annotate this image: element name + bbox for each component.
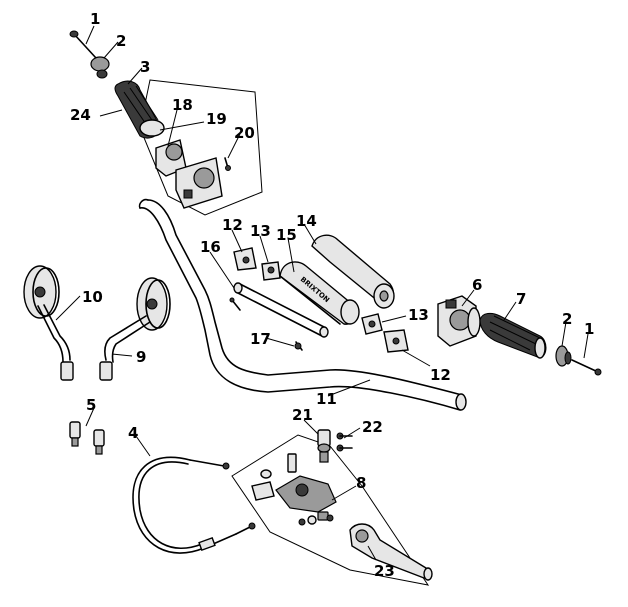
adjuster-screws [336, 432, 353, 452]
callout-1-right: 1 [584, 320, 594, 338]
throttle-tube [139, 119, 165, 137]
upper-clamp-right [361, 313, 383, 335]
callout-13-top: 13 [250, 222, 271, 240]
right-bar-end-weight [555, 345, 572, 367]
right-bar-end-bolt [571, 359, 602, 376]
left-mirror [23, 265, 74, 381]
clutch-lever [349, 523, 433, 581]
right-mirror [99, 277, 171, 381]
callout-15: 15 [276, 226, 297, 244]
left-switch-housing-lower [175, 157, 223, 209]
crossbar-bolts [229, 297, 303, 351]
callout-4: 4 [128, 424, 138, 442]
callout-8: 8 [356, 474, 366, 492]
callout-22: 22 [362, 418, 383, 436]
callout-7: 7 [516, 290, 526, 308]
callout-12-top: 12 [222, 216, 243, 234]
lower-clamp-left [261, 261, 281, 281]
callout-6: 6 [472, 276, 482, 294]
lever-small-parts [298, 511, 334, 526]
callout-24: 24 [70, 106, 91, 124]
callout-9: 9 [136, 348, 146, 366]
callout-20: 20 [234, 124, 255, 142]
left-bar-end-weight [90, 56, 110, 79]
crossbar-pad: BRIXTON [279, 261, 360, 325]
handlebar [138, 198, 467, 411]
callout-2-top: 2 [116, 32, 126, 50]
upper-clamp-left [233, 247, 257, 271]
callout-1-top: 1 [90, 10, 100, 28]
callout-11: 11 [316, 390, 337, 408]
callout-16: 16 [200, 238, 221, 256]
callout-21: 21 [292, 406, 313, 424]
callout-14: 14 [296, 212, 317, 230]
callout-19: 19 [206, 110, 227, 128]
callout-23: 23 [374, 562, 395, 580]
callout-13-right: 13 [408, 306, 429, 324]
right-grip [479, 312, 547, 359]
switch-screw [224, 157, 231, 171]
callout-17: 17 [250, 330, 271, 348]
callout-18: 18 [172, 96, 193, 114]
lower-clamp-right [383, 329, 409, 353]
left-switch-housing-upper [155, 139, 187, 177]
callout-3: 3 [140, 58, 150, 76]
cable-adjuster [317, 429, 331, 463]
clutch-lever-group-outline [231, 434, 430, 586]
lever-bracket [251, 453, 337, 513]
leader-lines [55, 25, 589, 561]
callout-10: 10 [82, 288, 103, 306]
mirror-adapter-bolts [69, 421, 105, 455]
left-bar-end-bolt [69, 30, 97, 59]
clutch-cable [132, 456, 256, 554]
callout-12-right: 12 [430, 366, 451, 384]
crossbar-pad-foam [311, 234, 395, 309]
callout-2-right: 2 [562, 310, 572, 328]
right-switch-housing [437, 295, 481, 347]
callout-5: 5 [86, 396, 96, 414]
